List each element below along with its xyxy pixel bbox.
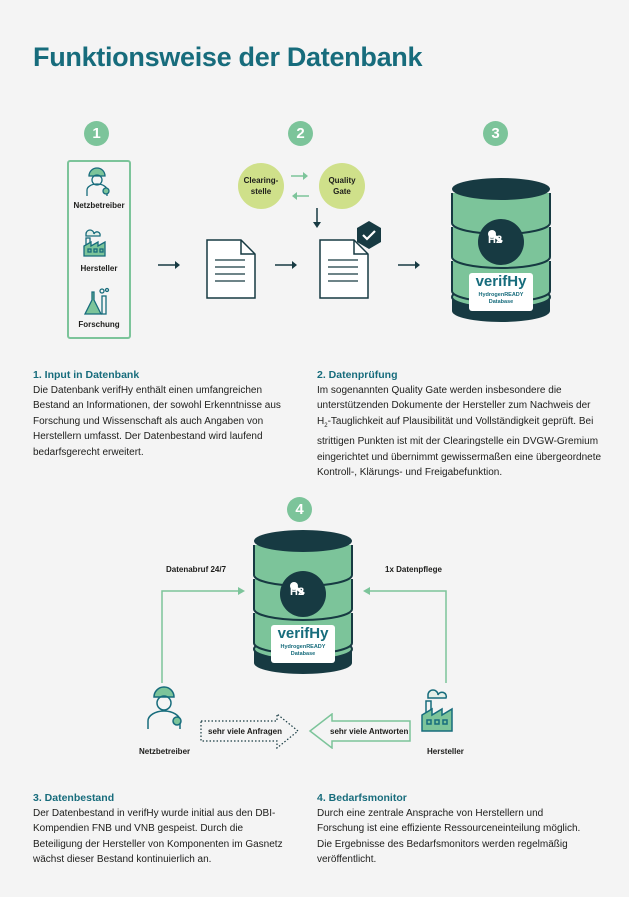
clearing-label: Clearing- stelle: [243, 176, 279, 196]
database-icon: [253, 530, 353, 674]
section-3: 3. Datenbestand Der Datenbestand in veri…: [33, 792, 295, 868]
section-1-text: Die Datenbank verifHy enthält einen umfa…: [33, 385, 281, 458]
database-icon: [451, 178, 551, 322]
checked-document-icon: [319, 239, 369, 299]
section-2-text-a: Im sogenannten Quality Gate werden insbe…: [317, 385, 591, 427]
section-1: 1. Input in Datenbank Die Datenbank veri…: [33, 369, 293, 460]
section-2: 2. Datenprüfung Im sogenannten Quality G…: [317, 369, 607, 480]
exchange-arrows-icon: [291, 172, 309, 200]
section-2-text-sub: 2: [324, 422, 328, 429]
document-icon: [206, 239, 256, 299]
connector-arrow-icon: [363, 587, 447, 683]
arrow-down-icon: [313, 208, 321, 228]
logo-subtitle: HydrogenREADY: [478, 292, 524, 298]
source-label-netzbetreiber: Netzbetreiber: [73, 201, 125, 210]
quality-gate-label: Quality Gate: [328, 176, 356, 196]
logo-subtitle-2: Database: [488, 299, 514, 305]
dotted-arrow-right-icon: [200, 713, 299, 749]
section-2-text-b: -Tauglichkeit auf Plausibilität und Voll…: [317, 415, 602, 479]
actor-label-netzbetreiber: Netzbetreiber: [139, 747, 191, 756]
actor-label-hersteller: Hersteller: [427, 747, 464, 756]
logo-subtitle-2: Database: [290, 651, 316, 657]
step-number-4: 4: [287, 497, 312, 522]
verifhy-logo-text: verifHy: [277, 625, 329, 642]
step-number-1: 1: [84, 121, 109, 146]
factory-icon: [421, 689, 453, 732]
arrow-right-icon: [398, 261, 420, 269]
verifhy-logo-text: verifHy: [475, 273, 527, 290]
source-label-forschung: Forschung: [78, 320, 120, 329]
step-number-2: 2: [288, 121, 313, 146]
quality-gate-circle: Quality Gate: [319, 163, 365, 209]
section-4-text: Durch eine zentrale Ansprache von Herste…: [317, 808, 581, 866]
step-number-3: 3: [483, 121, 508, 146]
source-label-hersteller: Hersteller: [80, 264, 118, 273]
h2-badge: H2: [290, 586, 305, 598]
section-4: 4. Bedarfsmonitor Durch eine zentrale An…: [317, 792, 592, 868]
h2-badge: H2: [488, 234, 503, 246]
section-2-text: Im sogenannten Quality Gate werden insbe…: [317, 383, 607, 480]
lab-flask-icon: [83, 287, 110, 315]
arrow-right-icon: [275, 261, 297, 269]
clearing-circle: Clearing- stelle: [238, 163, 284, 209]
requests-label: sehr viele Anfragen: [208, 727, 282, 736]
logo-subtitle: HydrogenREADY: [280, 644, 326, 650]
check-badge-icon: [357, 221, 381, 249]
section-4-heading: 4. Bedarfsmonitor: [317, 792, 407, 804]
section-2-heading: 2. Datenprüfung: [317, 369, 398, 381]
worker-icon: [86, 167, 110, 196]
datenpflege-label: 1x Datenpflege: [385, 565, 442, 574]
section-3-text: Der Datenbestand in verifHy wurde initia…: [33, 808, 283, 866]
connector-arrow-icon: [161, 587, 245, 683]
answers-label: sehr viele Antworten: [330, 727, 409, 736]
datenabruf-label: Datenabruf 24/7: [166, 565, 227, 574]
section-1-heading: 1. Input in Datenbank: [33, 369, 140, 381]
arrow-right-icon: [158, 261, 180, 269]
section-3-heading: 3. Datenbestand: [33, 792, 115, 804]
page-title: Funktionsweise der Datenbank: [33, 42, 423, 72]
factory-icon: [83, 229, 106, 257]
worker-icon: [147, 686, 182, 729]
hollow-arrow-left-icon: [308, 713, 411, 749]
